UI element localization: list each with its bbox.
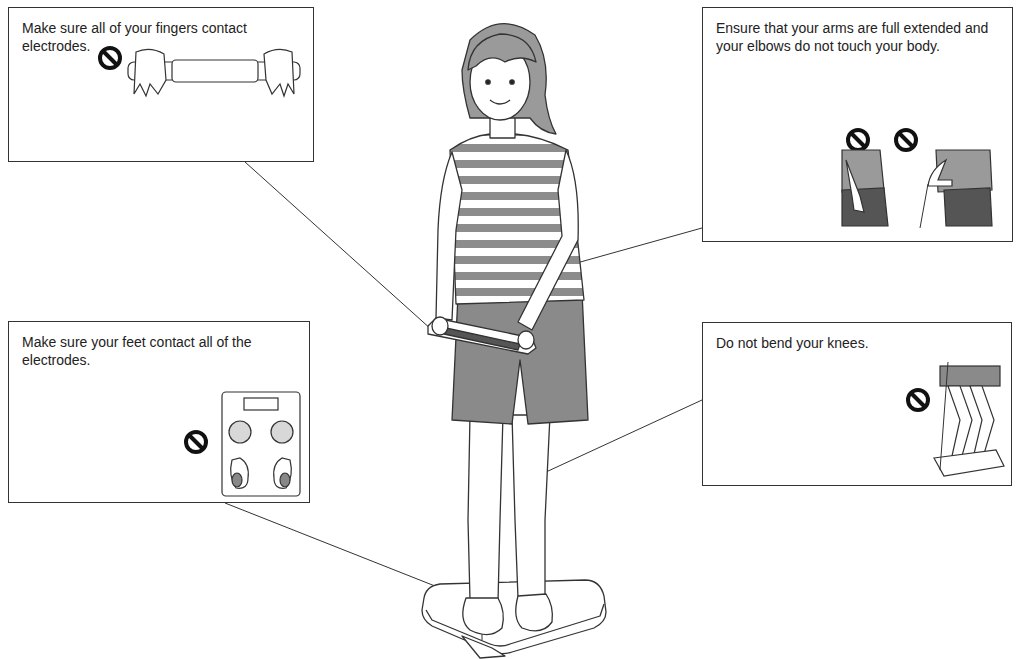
handle-sketch-part xyxy=(264,49,294,96)
arm-posture-sketch xyxy=(842,130,992,228)
callout-box: Make sure all of your fingers contact el… xyxy=(8,7,314,162)
person-figure-part xyxy=(452,292,588,424)
callout-box: Ensure that your arms are full extended … xyxy=(702,7,1013,242)
person-figure-part xyxy=(468,34,536,70)
scale-top-view xyxy=(186,392,300,496)
person-figure-part xyxy=(512,415,550,598)
bent-knee-sketch-part xyxy=(908,390,928,410)
instruction-text: Ensure that your arms are full extended … xyxy=(716,19,999,55)
leader-lines-part xyxy=(566,228,702,266)
handle-sketch-part xyxy=(172,60,258,82)
person-figure-part xyxy=(490,100,510,104)
scale-top-view-part xyxy=(231,458,249,488)
instruction-text: Make sure your feet contact all of the e… xyxy=(22,333,296,369)
person-figure-part xyxy=(463,598,504,635)
bent-knee-sketch-part xyxy=(940,366,1000,386)
person-figure-part xyxy=(432,317,448,335)
person-figure-part xyxy=(422,580,606,654)
instruction-text: Do not bend your knees. xyxy=(716,334,998,352)
leader-lines-part xyxy=(225,503,440,588)
arm-posture-sketch-part xyxy=(928,160,952,186)
person-figure-part xyxy=(518,331,534,349)
handle-sketch xyxy=(100,48,300,96)
arm-posture-sketch-part xyxy=(920,184,928,228)
scale-top-view-part xyxy=(280,473,290,487)
bent-knee-sketch-part xyxy=(948,386,972,456)
arm-posture-sketch-part xyxy=(842,188,888,226)
handle-sketch-part xyxy=(100,48,120,68)
arm-posture-sketch-part xyxy=(848,130,868,150)
person-figure xyxy=(422,24,606,658)
person-figure-part xyxy=(462,636,505,658)
person-figure-part xyxy=(510,80,514,84)
person-figure-part xyxy=(516,594,553,631)
scale-top-view-part xyxy=(186,432,206,452)
person-figure-part xyxy=(518,150,578,330)
scale-top-view-part xyxy=(229,421,251,443)
bent-knee-sketch-part xyxy=(970,386,994,454)
arm-posture-sketch-part xyxy=(846,160,864,212)
instruction-text: Make sure all of your fingers contact el… xyxy=(22,19,300,55)
arm-posture-sketch-part xyxy=(944,188,992,226)
callout-box: Make sure your feet contact all of the e… xyxy=(8,321,310,503)
person-figure-part xyxy=(436,152,462,320)
callout-box: Do not bend your knees. xyxy=(702,322,1012,486)
person-figure-part xyxy=(486,80,490,84)
scale-top-view-part xyxy=(232,473,242,487)
scale-top-view-part xyxy=(222,392,300,496)
person-figure-part xyxy=(426,604,604,646)
bent-knee-sketch xyxy=(908,362,1004,476)
person-figure-part xyxy=(462,24,556,134)
leader-lines-part xyxy=(245,162,432,330)
person-figure-part xyxy=(428,318,536,354)
person-figure-part xyxy=(468,415,503,602)
scale-top-view-part xyxy=(271,421,293,443)
scale-top-view-part xyxy=(244,398,278,410)
bent-knee-sketch-part xyxy=(934,450,1004,476)
bent-knee-sketch-part xyxy=(940,362,948,470)
person-figure-part xyxy=(444,328,520,350)
handle-sketch-part xyxy=(134,49,166,96)
arm-posture-sketch-part xyxy=(896,130,916,150)
scale-top-view-part xyxy=(274,458,292,488)
